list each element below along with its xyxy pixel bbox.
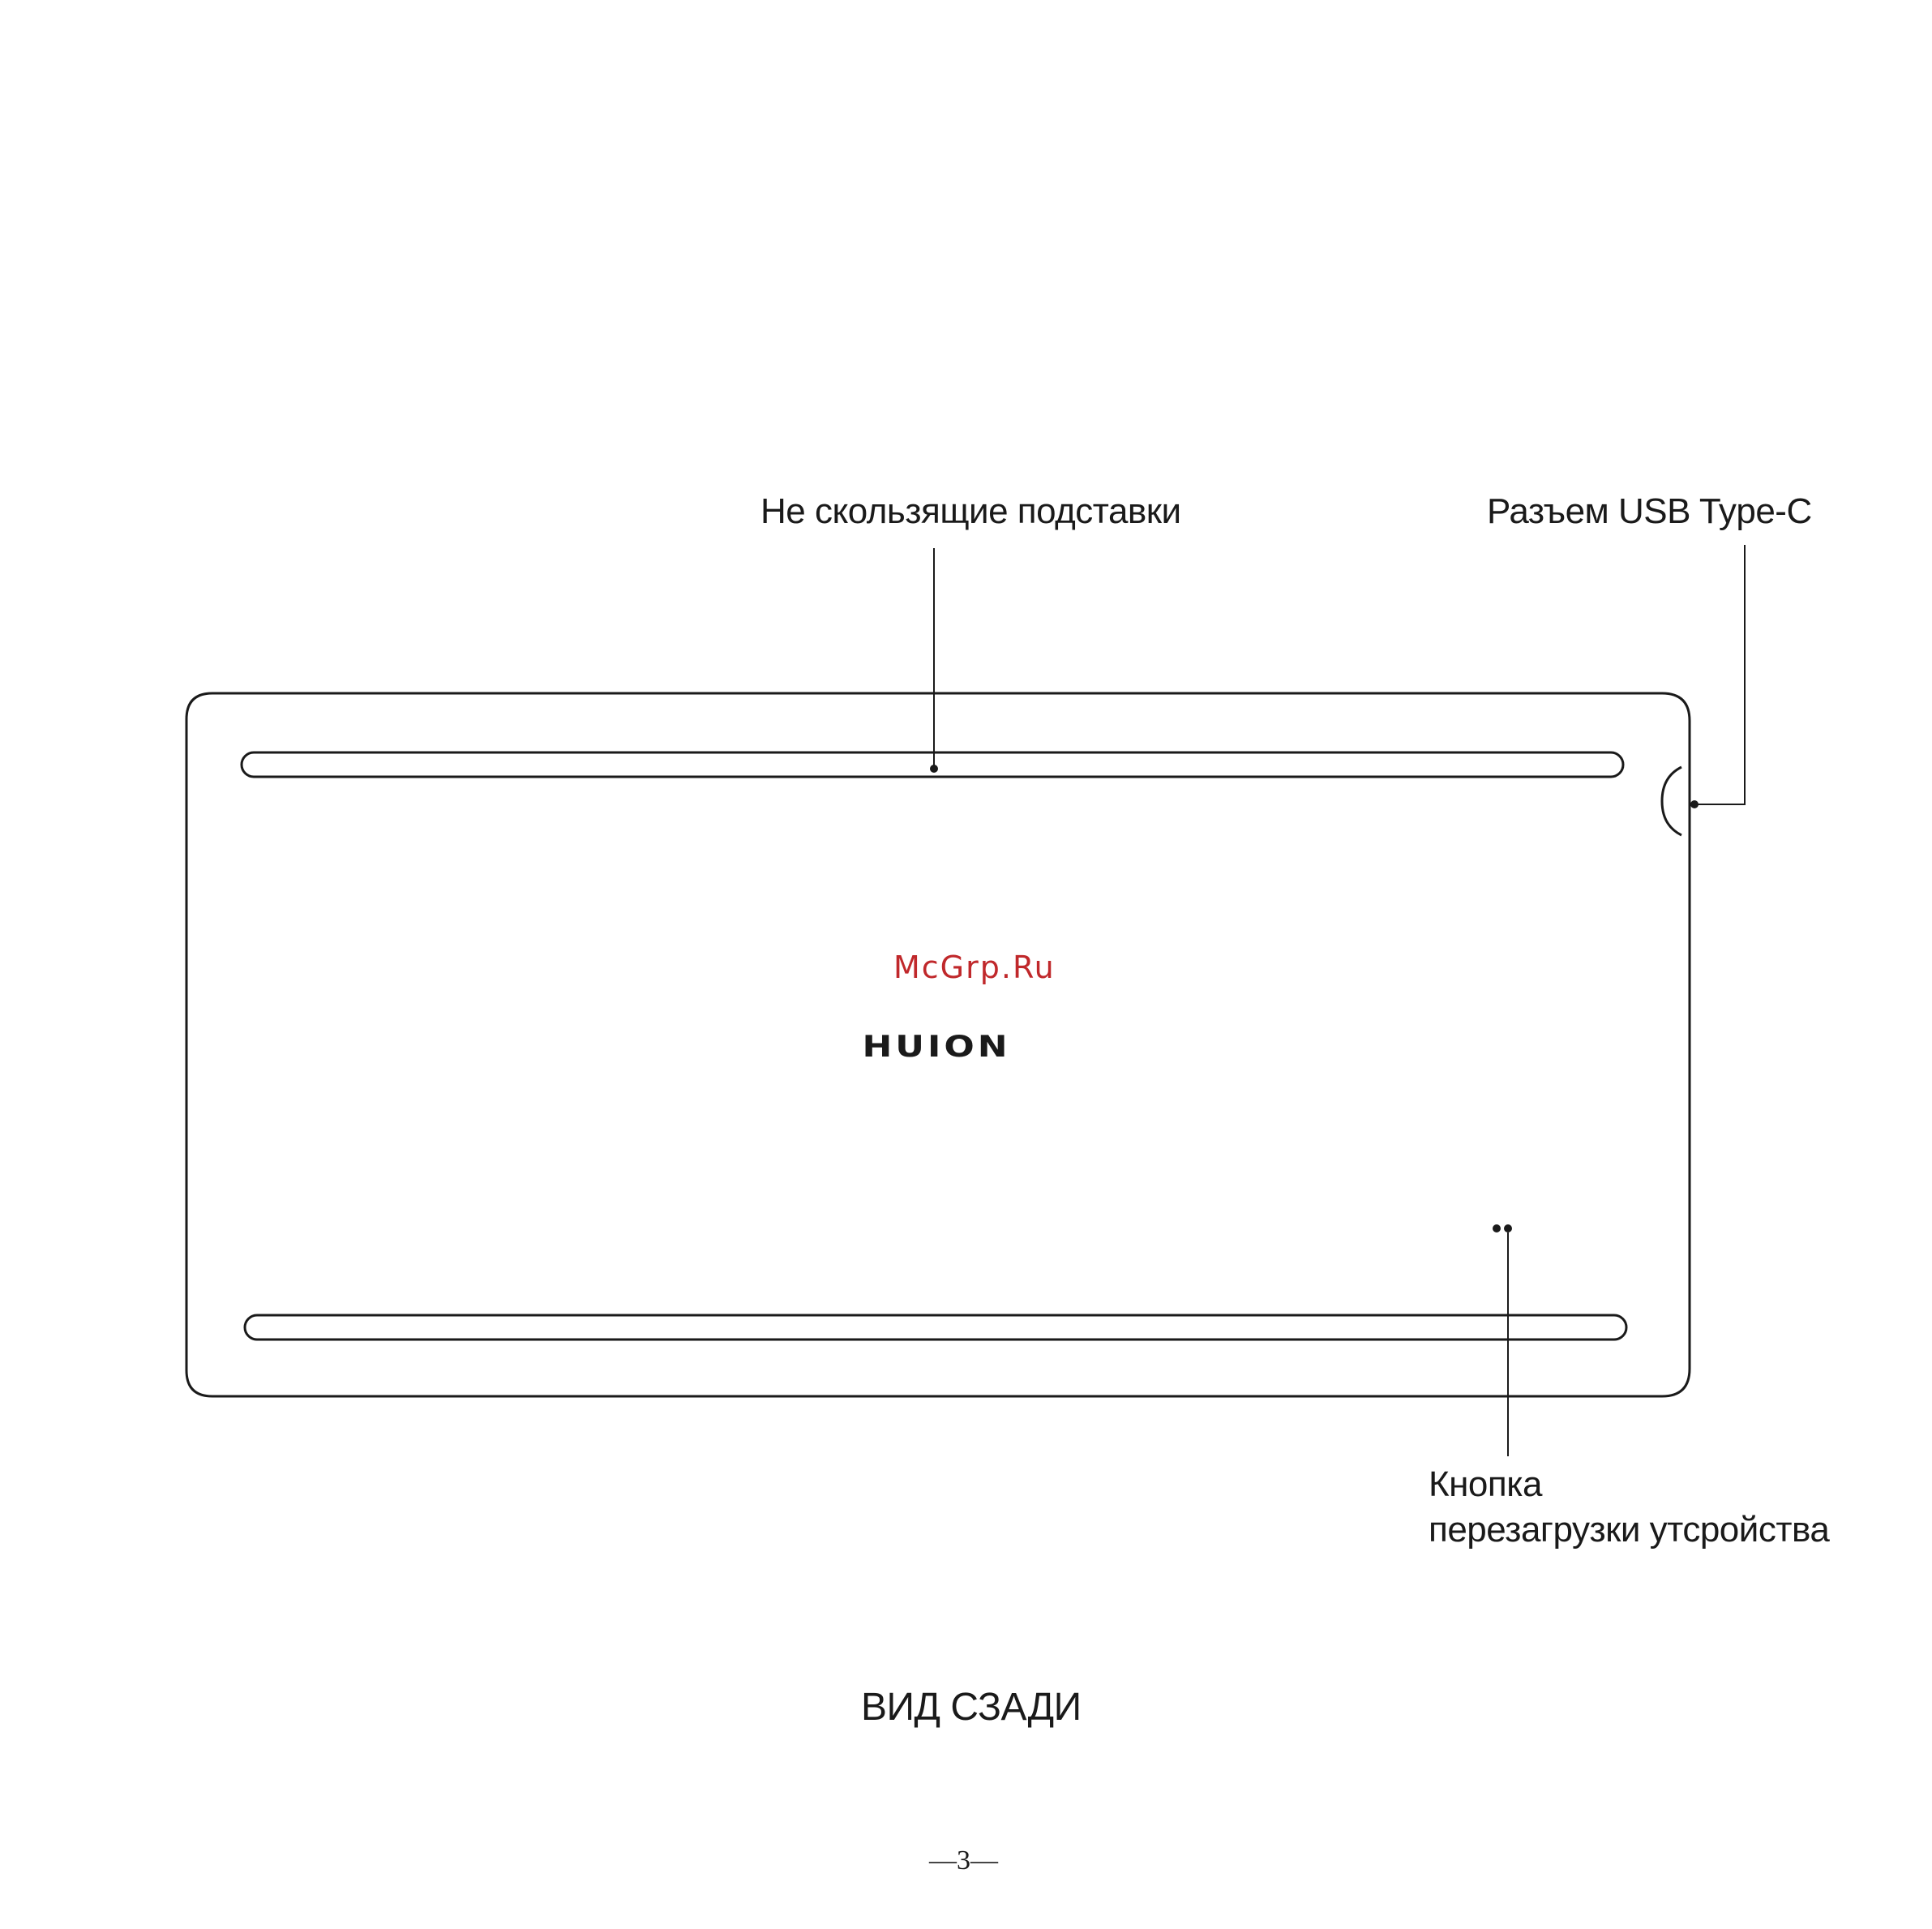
reset-button-hole-right — [1504, 1224, 1512, 1232]
page-number: —3— — [929, 1845, 998, 1876]
callout-label-usb-port: Разъем USB Type-C — [1487, 491, 1812, 532]
figure-caption: ВИД СЗАДИ — [861, 1685, 1082, 1730]
reset-button-hole-left — [1493, 1224, 1501, 1232]
huion-logo: HUION — [862, 1031, 1010, 1064]
leader-line-usb — [1694, 545, 1745, 804]
non-slip-foot-top — [242, 752, 1623, 777]
watermark: McGrp.Ru — [893, 949, 1056, 985]
leader-dot-usb — [1690, 800, 1699, 808]
leader-dot-feet — [930, 765, 938, 773]
callout-label-reset-button-line2: перезагрузки утсройства — [1429, 1510, 1829, 1550]
non-slip-foot-bottom — [245, 1315, 1626, 1340]
callout-label-non-slip-feet: Не скользящие подставки — [760, 491, 1181, 532]
usb-type-c-port — [1662, 767, 1681, 835]
callout-label-reset-button-line1: Кнопка — [1429, 1464, 1542, 1505]
